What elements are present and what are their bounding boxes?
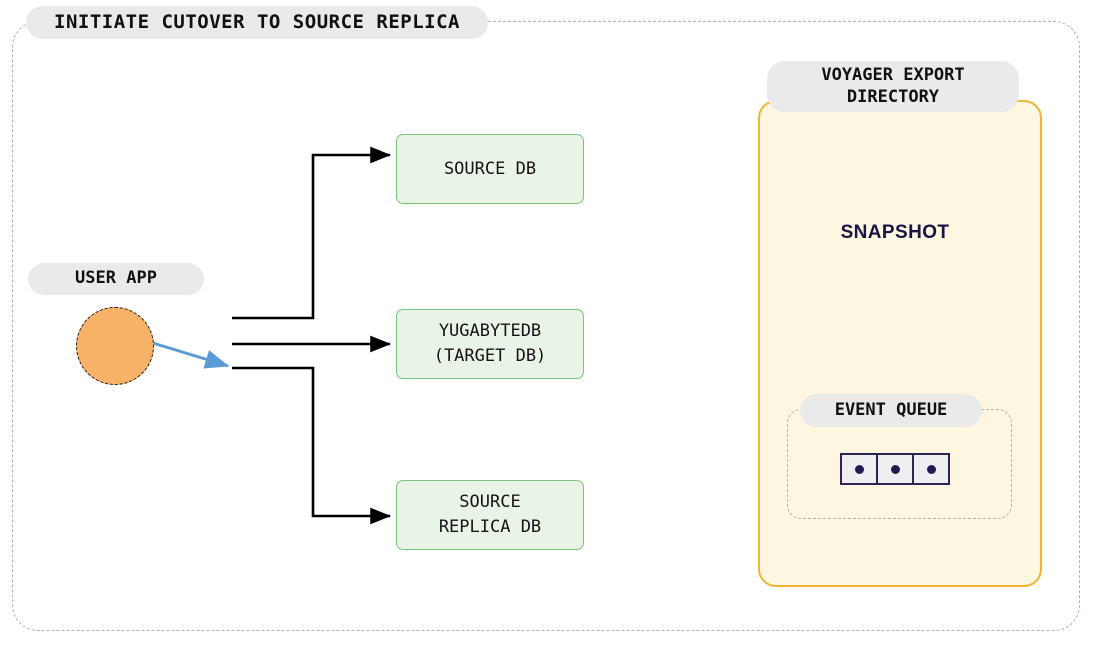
connector-user-to-replica-db (232, 366, 392, 525)
page-title: INITIATE CUTOVER TO SOURCE REPLICA (26, 6, 488, 39)
voyager-export-directory-label: VOYAGER EXPORT DIRECTORY (767, 61, 1019, 112)
event-dot-icon (926, 464, 936, 474)
source-replica-db-node[interactable]: SOURCE REPLICA DB (396, 480, 584, 550)
snapshot-node[interactable]: SNAPSHOT (800, 170, 990, 285)
event-queue-label: EVENT QUEUE (800, 394, 982, 427)
target-db-node[interactable]: YUGABYTEDB (TARGET DB) (396, 309, 584, 379)
connector-user-to-source-db (232, 146, 392, 320)
queue-cell-3[interactable] (912, 453, 950, 485)
queue-cell-2[interactable] (876, 453, 914, 485)
source-db-node[interactable]: SOURCE DB (396, 134, 584, 204)
event-queue-cells (840, 453, 950, 485)
user-circle-icon (76, 307, 154, 385)
event-dot-icon (890, 464, 900, 474)
cutover-stage-container (12, 21, 1080, 631)
user-app-label: USER APP (28, 263, 204, 295)
snapshot-label: SNAPSHOT (840, 222, 950, 243)
connector-user-app-active-link (152, 341, 230, 369)
queue-cell-1[interactable] (840, 453, 878, 485)
event-dot-icon (854, 464, 864, 474)
